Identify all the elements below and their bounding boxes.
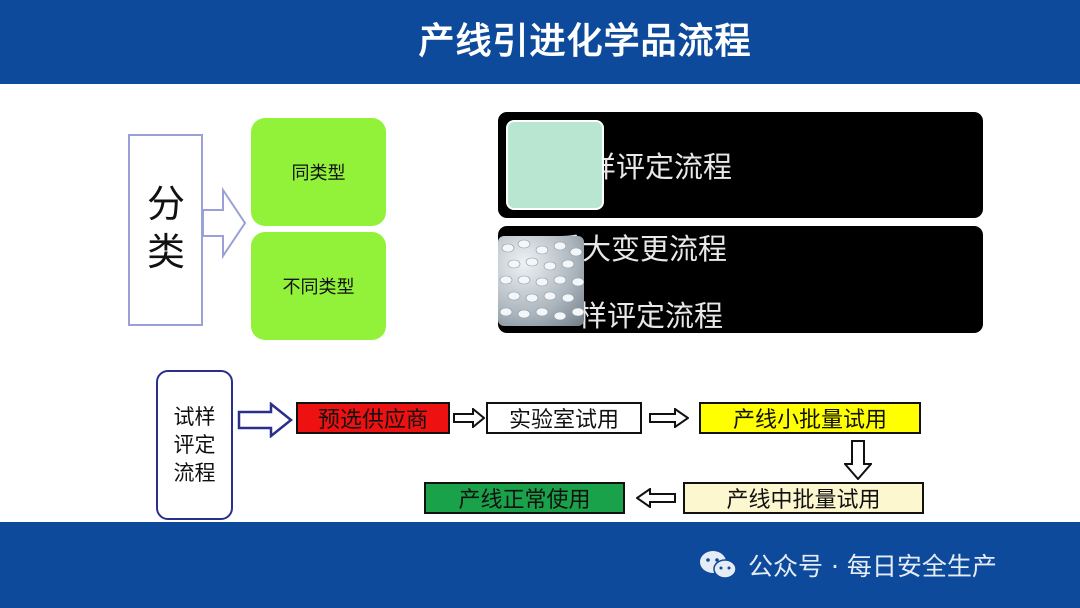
classification-label: 分 类	[140, 180, 192, 276]
step-preselect-supplier: 预选供应商	[296, 402, 450, 434]
watermark-text: 公众号 · 每日安全生产	[748, 552, 997, 581]
trial-flow-label-line2: 评定	[173, 433, 216, 457]
panel1-text: 样评定流程	[587, 150, 733, 184]
type-same-box: 同类型	[251, 118, 386, 226]
step-normal-use: 产线正常使用	[424, 482, 625, 514]
wechat-icon	[700, 551, 737, 579]
arrow-right-icon	[453, 408, 485, 428]
thumbnail-teal	[506, 120, 604, 210]
trial-flow-label: 试样 评定 流程	[156, 370, 233, 520]
trial-flow-label-line1: 试样	[173, 405, 216, 429]
type-different-box: 不同类型	[251, 232, 386, 340]
watermark: 公众号 · 每日安全生产	[698, 545, 997, 585]
classification-box	[128, 134, 203, 326]
footer-bar	[0, 522, 1080, 608]
classification-arrow-icon	[202, 186, 247, 260]
arrow-down-icon	[844, 440, 872, 480]
arrow-left-icon	[636, 488, 676, 508]
step-small-batch-trial: 产线小批量试用	[699, 402, 921, 434]
trial-flow-label-line3: 流程	[173, 461, 216, 485]
classification-label-line2: 类	[146, 230, 185, 274]
page-title: 产线引进化学品流程	[418, 21, 752, 62]
classification-label-line1: 分	[146, 182, 185, 226]
pellets-image-icon	[499, 239, 584, 321]
trial-flow-arrow-icon	[237, 402, 293, 438]
step-mid-batch-trial: 产线中批量试用	[683, 482, 924, 514]
header-bar: 产线引进化学品流程	[0, 0, 1080, 84]
arrow-right-icon	[649, 408, 689, 428]
panel2-line2: 样评定流程	[578, 299, 724, 333]
thumbnail-pellets	[498, 236, 584, 326]
step-lab-trial: 实验室试用	[486, 402, 642, 434]
